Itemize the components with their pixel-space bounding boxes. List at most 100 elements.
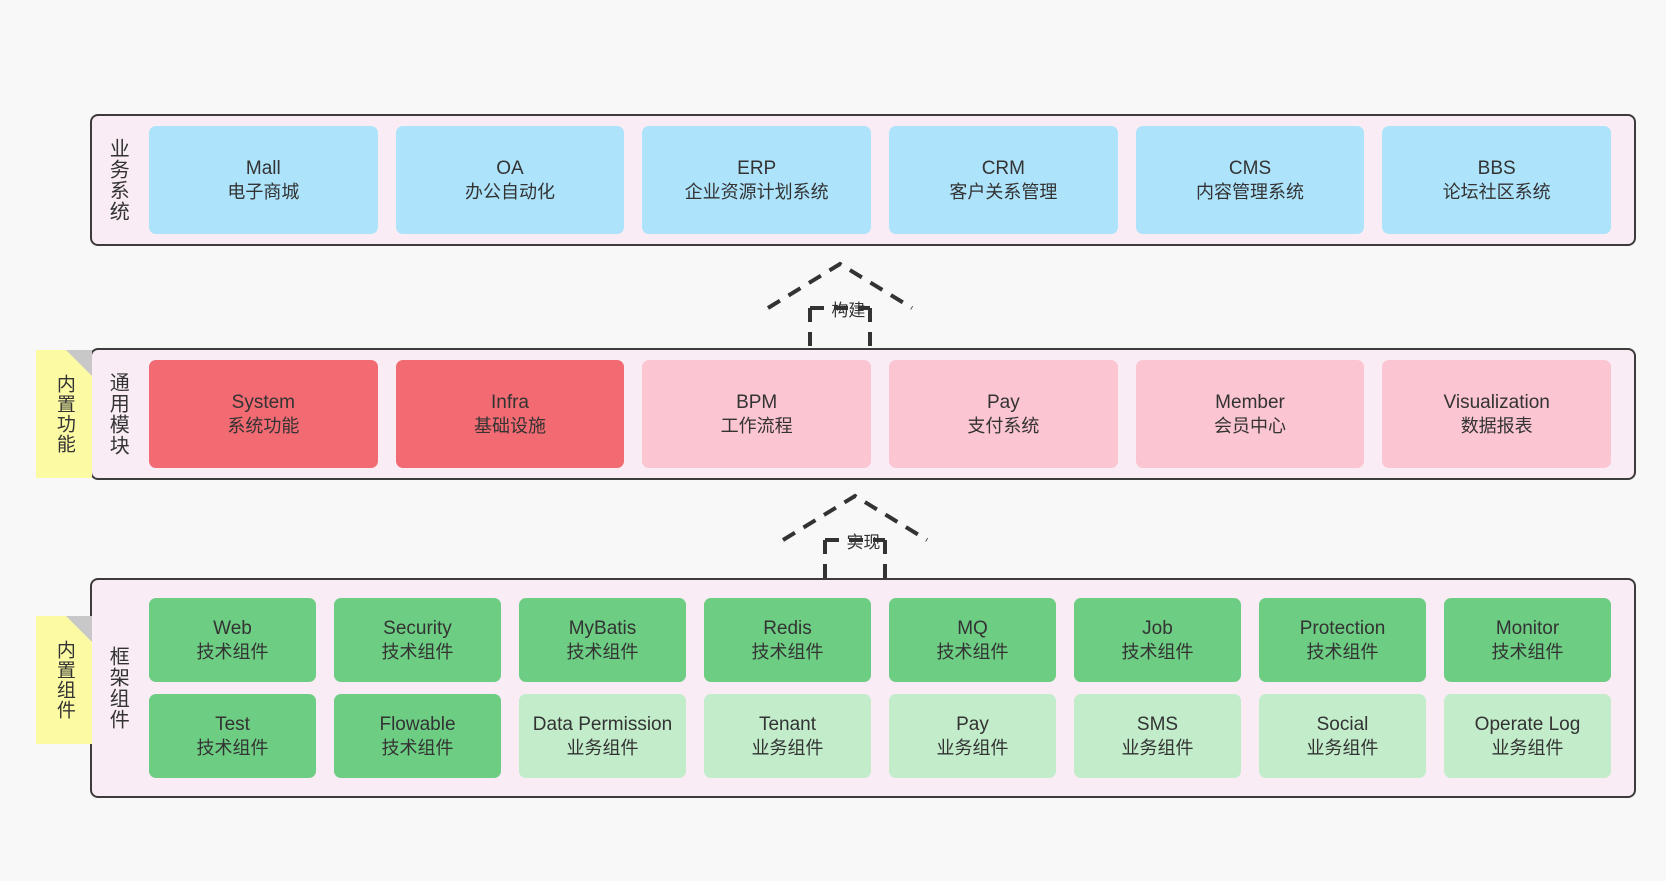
card-visualization-cn: 数据报表 xyxy=(1460,415,1533,436)
card-security[interactable]: Security 技术组件 xyxy=(334,598,501,682)
card-tenant-en: Tenant xyxy=(758,714,817,736)
framework-row-business: Test 技术组件 Flowable 技术组件 Data Permission … xyxy=(140,694,1620,778)
card-crm[interactable]: CRM 客户关系管理 xyxy=(889,126,1118,234)
card-job-cn: 技术组件 xyxy=(1121,641,1194,662)
card-bpm[interactable]: BPM 工作流程 xyxy=(642,360,872,468)
layer-framework-components: 框架组件 Web 技术组件 Security 技术组件 MyBatis 技术组件… xyxy=(90,578,1636,798)
card-mall[interactable]: Mall 电子商城 xyxy=(149,126,378,234)
framework-row-technical: Web 技术组件 Security 技术组件 MyBatis 技术组件 Redi… xyxy=(140,598,1620,682)
sticky-note-builtin-components-label: 内置组件 xyxy=(53,640,75,720)
card-protection-cn: 技术组件 xyxy=(1306,641,1379,662)
card-operate-log[interactable]: Operate Log 业务组件 xyxy=(1444,694,1611,778)
build-arrow: 构建 xyxy=(760,256,920,348)
card-monitor-cn: 技术组件 xyxy=(1491,641,1564,662)
card-sms[interactable]: SMS 业务组件 xyxy=(1074,694,1241,778)
page-fold-icon xyxy=(66,616,92,642)
card-sms-cn: 业务组件 xyxy=(1121,737,1194,758)
card-redis[interactable]: Redis 技术组件 xyxy=(704,598,871,682)
card-security-cn: 技术组件 xyxy=(381,641,454,662)
card-mybatis-en: MyBatis xyxy=(568,618,637,640)
card-mybatis[interactable]: MyBatis 技术组件 xyxy=(519,598,686,682)
card-member-en: Member xyxy=(1215,392,1285,414)
card-erp-en: ERP xyxy=(737,158,777,180)
framework-components-card-list: Web 技术组件 Security 技术组件 MyBatis 技术组件 Redi… xyxy=(136,580,1634,796)
common-modules-card-list: System 系统功能 Infra 基础设施 BPM 工作流程 Pay 支付系统… xyxy=(136,350,1634,478)
card-mq[interactable]: MQ 技术组件 xyxy=(889,598,1056,682)
card-visualization-en: Visualization xyxy=(1443,392,1550,414)
card-protection-en: Protection xyxy=(1299,618,1386,640)
card-cms-en: CMS xyxy=(1228,158,1272,180)
card-social[interactable]: Social 业务组件 xyxy=(1259,694,1426,778)
card-member[interactable]: Member 会员中心 xyxy=(1135,360,1365,468)
card-bbs-en: BBS xyxy=(1477,158,1516,180)
card-system-en: System xyxy=(231,392,296,414)
card-operate-log-cn: 业务组件 xyxy=(1491,737,1564,758)
card-web[interactable]: Web 技术组件 xyxy=(149,598,316,682)
card-protection[interactable]: Protection 技术组件 xyxy=(1259,598,1426,682)
card-infra-cn: 基础设施 xyxy=(474,415,546,436)
card-pay-module-cn: 支付系统 xyxy=(967,415,1040,436)
business-system-card-list: Mall 电子商城 OA 办公自动化 ERP 企业资源计划系统 CRM 客户关系… xyxy=(136,116,1634,244)
realize-arrowhead xyxy=(781,493,929,542)
card-mybatis-cn: 技术组件 xyxy=(566,641,639,662)
card-system-cn: 系统功能 xyxy=(227,415,300,436)
build-arrowhead xyxy=(766,261,914,310)
card-pay-module-en: Pay xyxy=(986,392,1020,414)
card-bpm-en: BPM xyxy=(736,392,778,414)
card-infra[interactable]: Infra 基础设施 xyxy=(395,360,625,468)
card-mall-cn: 电子商城 xyxy=(227,181,300,202)
card-operate-log-en: Operate Log xyxy=(1474,714,1581,736)
card-erp-cn: 企业资源计划系统 xyxy=(684,181,829,202)
card-bbs[interactable]: BBS 论坛社区系统 xyxy=(1382,126,1612,234)
card-pay-component[interactable]: Pay 业务组件 xyxy=(889,694,1056,778)
card-oa[interactable]: OA 办公自动化 xyxy=(395,126,625,234)
card-job[interactable]: Job 技术组件 xyxy=(1074,598,1241,682)
card-oa-en: OA xyxy=(496,158,524,180)
card-member-cn: 会员中心 xyxy=(1214,415,1287,436)
card-flowable-cn: 技术组件 xyxy=(381,737,454,758)
card-web-cn: 技术组件 xyxy=(196,641,269,662)
sticky-note-builtin-components: 内置组件 xyxy=(36,616,92,744)
card-oa-cn: 办公自动化 xyxy=(465,181,555,202)
card-pay-component-cn: 业务组件 xyxy=(936,737,1009,758)
card-cms-cn: 内容管理系统 xyxy=(1196,181,1305,202)
card-flowable[interactable]: Flowable 技术组件 xyxy=(334,694,501,778)
layer-title-framework-components: 框架组件 xyxy=(106,646,129,730)
realize-arrow-label: 实现 xyxy=(846,533,881,552)
build-arrow-label: 构建 xyxy=(831,301,866,320)
realize-arrow: 实现 xyxy=(775,488,935,580)
card-tenant[interactable]: Tenant 业务组件 xyxy=(704,694,871,778)
card-pay-module[interactable]: Pay 支付系统 xyxy=(889,360,1118,468)
card-data-permission-en: Data Permission xyxy=(532,714,673,736)
card-cms[interactable]: CMS 内容管理系统 xyxy=(1135,126,1365,234)
card-sms-en: SMS xyxy=(1136,714,1179,736)
card-data-permission[interactable]: Data Permission 业务组件 xyxy=(519,694,686,778)
card-erp[interactable]: ERP 企业资源计划系统 xyxy=(642,126,872,234)
page-fold-icon xyxy=(66,350,92,376)
card-crm-en: CRM xyxy=(981,158,1025,180)
layer-common-modules: 通用模块 System 系统功能 Infra 基础设施 BPM 工作流程 Pay… xyxy=(90,348,1636,480)
card-bbs-cn: 论坛社区系统 xyxy=(1442,181,1551,202)
card-infra-en: Infra xyxy=(490,392,530,414)
card-data-permission-cn: 业务组件 xyxy=(566,737,639,758)
card-crm-cn: 客户关系管理 xyxy=(949,181,1058,202)
card-pay-component-en: Pay xyxy=(956,714,989,736)
card-bpm-cn: 工作流程 xyxy=(720,415,793,436)
card-redis-cn: 技术组件 xyxy=(751,641,824,662)
card-mq-en: MQ xyxy=(957,618,988,640)
sticky-note-builtin-functions: 内置功能 xyxy=(36,350,92,478)
card-job-en: Job xyxy=(1142,618,1173,640)
card-test-cn: 技术组件 xyxy=(196,737,269,758)
card-test[interactable]: Test 技术组件 xyxy=(149,694,316,778)
layer-business-system: 业务系统 Mall 电子商城 OA 办公自动化 ERP 企业资源计划系统 CRM… xyxy=(90,114,1636,246)
card-tenant-cn: 业务组件 xyxy=(751,737,824,758)
card-social-en: Social xyxy=(1316,714,1369,736)
card-mall-en: Mall xyxy=(245,158,281,180)
layer-title-common-modules: 通用模块 xyxy=(106,372,129,456)
card-test-en: Test xyxy=(215,714,250,736)
card-redis-en: Redis xyxy=(763,618,812,640)
card-monitor[interactable]: Monitor 技术组件 xyxy=(1444,598,1611,682)
card-system[interactable]: System 系统功能 xyxy=(149,360,378,468)
card-visualization[interactable]: Visualization 数据报表 xyxy=(1382,360,1612,468)
